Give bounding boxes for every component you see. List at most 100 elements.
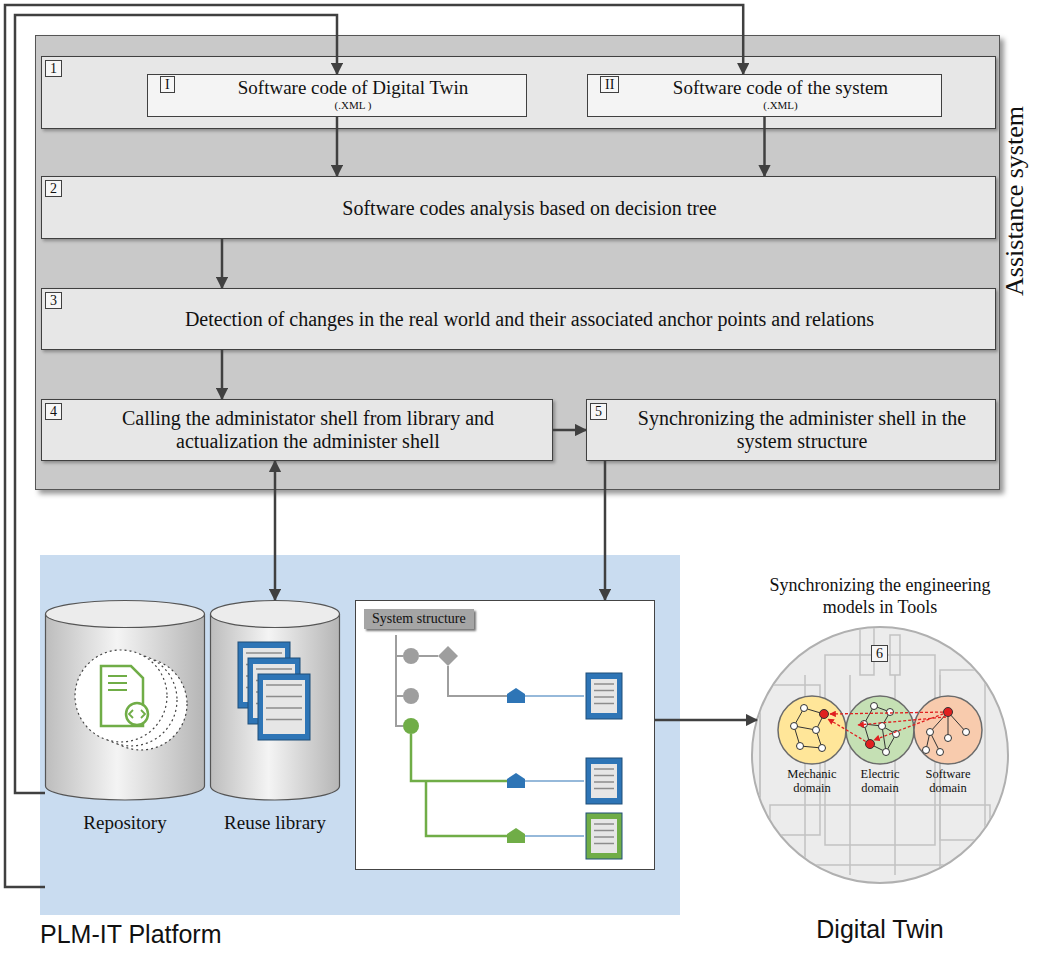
document-icon (586, 673, 622, 719)
document-line (594, 836, 614, 838)
panel-title: PLM-IT Platform (40, 920, 222, 949)
tree-node (403, 648, 419, 664)
cylinder-top (46, 601, 205, 628)
domain-label: Electric domain (845, 768, 915, 796)
graph-node (883, 749, 890, 756)
graph-node (797, 743, 804, 750)
structure-title: System structure (364, 609, 474, 629)
machine-frame (984, 675, 986, 875)
cylinder-body (211, 614, 340, 800)
flow-arrow (655, 719, 757, 722)
document-line (266, 707, 302, 709)
document-line (594, 775, 614, 777)
document-line (256, 668, 292, 670)
flow-arrow (336, 117, 339, 176)
document-line (594, 830, 614, 832)
flow-arrow (5, 5, 743, 887)
process-text: Detection of changes in the real world a… (78, 308, 981, 331)
tree-node (403, 718, 419, 734)
process-box: 2Software codes analysis based on decisi… (41, 176, 996, 239)
graph-node (945, 735, 952, 742)
callout-number: 4 (45, 403, 62, 420)
machine-frame (849, 675, 851, 875)
callout-number: 1 (45, 60, 62, 77)
machine-part (825, 655, 935, 845)
input-box: ISoftware code of Digital Twin(.XML ) (147, 74, 527, 117)
graph-node (820, 710, 829, 719)
domain-circle: Software domain (912, 694, 984, 766)
document-line (266, 696, 302, 698)
structure-box: System structure (355, 600, 655, 870)
box-title: Software code of the system (628, 77, 933, 99)
file-type: (.XML) (628, 99, 933, 112)
cylinder-shape (45, 600, 205, 802)
library-cylinder: Reuse library (210, 600, 340, 840)
domain-disc (846, 696, 914, 764)
shell-tab (507, 688, 525, 703)
domain-disc (778, 696, 846, 764)
callout-number: 5 (590, 403, 607, 420)
graph-node (923, 747, 930, 754)
tree-branch (524, 781, 584, 836)
flow-arrow (221, 350, 224, 399)
document-page (591, 764, 617, 798)
document-line (594, 690, 614, 692)
document-line (594, 788, 614, 790)
code-brackets (129, 710, 145, 718)
document-line (246, 652, 282, 654)
domain-label: Software domain (913, 768, 983, 796)
system-frame: Assistance system1ISoftware code of Digi… (35, 35, 1000, 490)
document-line (594, 768, 614, 770)
tree-branch (396, 656, 403, 696)
structure-tree (356, 601, 656, 871)
cylinder-top (211, 601, 340, 628)
domain-circle: Electric domain (844, 694, 916, 766)
document-line (594, 703, 614, 705)
document-page (591, 819, 617, 853)
graph-node (801, 705, 808, 712)
tree-branch (396, 635, 403, 726)
flow-arrow (763, 117, 766, 176)
platform-panel: PLM-IT PlatformRepositoryReuse librarySy… (40, 555, 680, 915)
document-page (263, 680, 305, 734)
code-line (108, 689, 127, 691)
document-line (594, 683, 614, 685)
machine-part (890, 635, 900, 675)
machine-frame (759, 675, 761, 875)
code-line (108, 675, 127, 677)
input-box: II Software code of the system(.XML) (587, 74, 942, 117)
machine-sketch (760, 615, 1010, 875)
dependency-arrow (858, 717, 946, 725)
domain-disc (914, 696, 982, 764)
document-line (594, 781, 614, 783)
process-text: Software codes analysis based on decisio… (78, 196, 981, 219)
dependency-arrow (828, 719, 870, 744)
graph-node (871, 703, 878, 710)
store-label: Reuse library (205, 812, 345, 834)
document-line (266, 684, 302, 686)
tree-node (403, 688, 419, 704)
callout-number: 2 (45, 180, 62, 197)
document-page (591, 679, 617, 713)
document-line (594, 696, 614, 698)
document-line (266, 719, 302, 721)
machine-part (770, 805, 990, 865)
file-ring (75, 650, 167, 742)
process-box: 3Detection of changes in the real world … (41, 288, 996, 350)
tree-branch (411, 734, 508, 836)
callout-number: 3 (45, 292, 62, 309)
dependency-arrow (874, 712, 948, 740)
process-text: Calling the administator shell from libr… (78, 407, 538, 453)
callout-number: II (600, 76, 619, 93)
step-band: 1ISoftware code of Digital Twin(.XML ) II… (41, 56, 996, 129)
flow-arrow (274, 461, 277, 600)
shell-tab (507, 773, 525, 788)
repository-cylinder: Repository (45, 600, 205, 895)
file-type: (.XML ) (188, 99, 518, 112)
graph-node (819, 745, 826, 752)
tree-diamond (438, 646, 458, 666)
process-box: 5Synchronizing the administer shell in t… (586, 399, 996, 461)
process-box: 4 Calling the administator shell from lib… (41, 399, 553, 461)
domain-shape (844, 694, 916, 766)
graph-node (963, 729, 970, 736)
